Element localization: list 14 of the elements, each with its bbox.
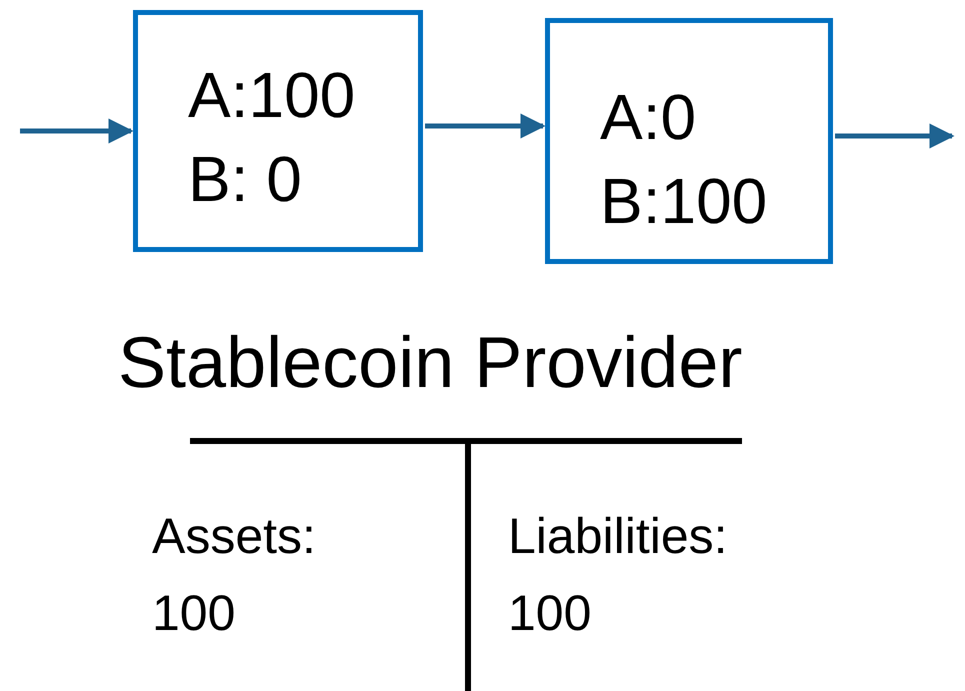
balance-text: B: 0	[188, 142, 302, 217]
arrow	[835, 124, 954, 148]
account-title: Stablecoin Provider	[118, 322, 742, 405]
account-entry: 100	[152, 584, 236, 643]
balance-text: B:100	[600, 164, 768, 239]
value-box	[133, 10, 423, 252]
account-entry: Liabilities:	[508, 507, 728, 566]
balance-text: A:100	[188, 58, 356, 133]
value-box	[545, 18, 833, 264]
account-entry: 100	[508, 584, 592, 643]
account-entry: Assets:	[152, 507, 316, 566]
balance-text: A:0	[600, 80, 696, 155]
arrow	[20, 118, 134, 144]
arrow	[425, 114, 546, 138]
